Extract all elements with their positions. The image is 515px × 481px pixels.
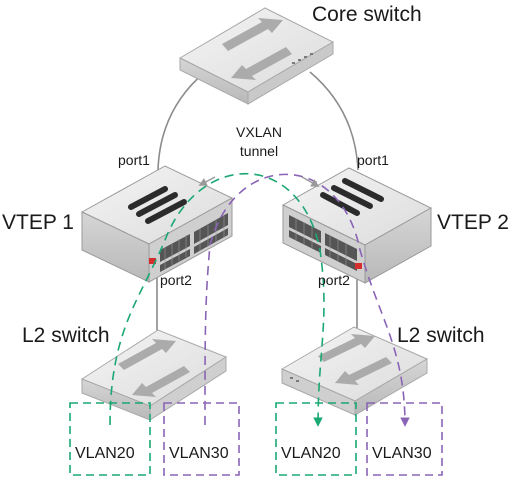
vlan-boxes (69, 402, 443, 476)
l2-switch-right-icon[interactable] (280, 326, 429, 416)
vlan30-box-right[interactable] (366, 402, 443, 476)
vtep1-status-led (149, 258, 156, 264)
core-switch-label: Core switch (312, 3, 422, 26)
vtep2-port1-label: port1 (357, 152, 389, 168)
core-switch-icon[interactable] (178, 7, 335, 105)
vtep1-logo-icon (128, 186, 187, 224)
link-core-vtep2 (309, 71, 359, 171)
vtep2-logo-icon (320, 178, 384, 216)
l2-switch-left-label: L2 switch (22, 324, 110, 347)
vtep2-port2-label: port2 (318, 272, 350, 288)
vxlan-tunnel-paths (109, 172, 410, 427)
l2-switch-left-icon[interactable] (80, 329, 228, 421)
vtep1-appliance-icon[interactable] (80, 165, 234, 283)
tunnel-end-arrow-left (198, 176, 216, 186)
vlan30-left-label: VLAN30 (169, 445, 229, 462)
tunnel-end-arrow-right (301, 176, 320, 187)
vtep2-appliance-icon[interactable] (281, 167, 433, 284)
vtep2-status-led (355, 263, 362, 269)
vlan20-left-label: VLAN20 (75, 445, 135, 462)
link-core-vtep1 (157, 71, 206, 171)
vlan30-right-label: VLAN30 (372, 445, 432, 462)
vxlan-tunnel-label-line2: tunnel (240, 143, 278, 159)
vlan20-box-right[interactable] (275, 402, 357, 476)
vtep1-port2-label: port2 (160, 272, 192, 288)
vlan20-box-left[interactable] (69, 402, 151, 476)
vlan30-tunnel-path (204, 173, 410, 427)
vlan30-box-left[interactable] (163, 402, 240, 476)
vtep1-label: VTEP 1 (2, 211, 74, 234)
vlan20-tunnel-path (109, 172, 325, 427)
vlan20-right-label: VLAN20 (281, 445, 341, 462)
vxlan-tunnel-label-line1: VXLAN (236, 124, 282, 140)
vtep2-label: VTEP 2 (437, 211, 509, 234)
l2-switch-right-label: L2 switch (397, 324, 485, 347)
vtep1-port1-label: port1 (118, 152, 150, 168)
vtep2-port-panel (289, 215, 357, 271)
